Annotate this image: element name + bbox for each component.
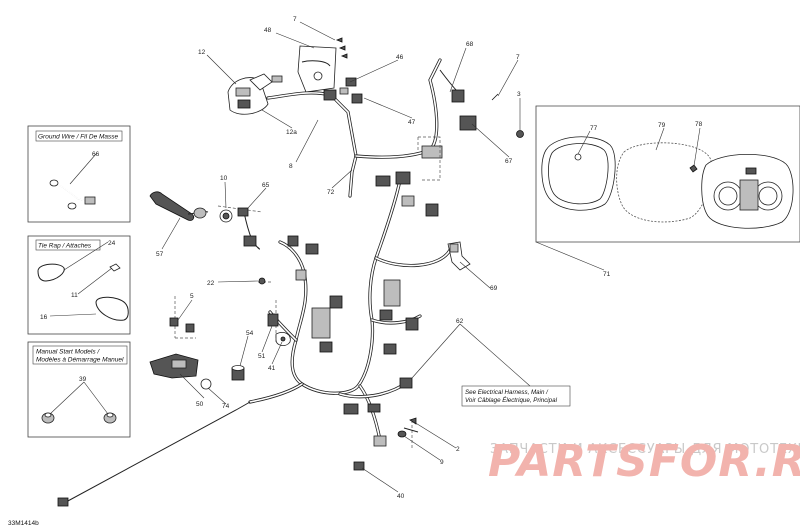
callout-12a: 12a bbox=[286, 129, 297, 136]
electrical-harness-note: See Electrical Harness, Main / Voir Câbl… bbox=[461, 385, 571, 407]
callout-5: 5 bbox=[190, 293, 194, 300]
callout-74: 74 bbox=[222, 403, 230, 410]
part-69 bbox=[447, 241, 471, 271]
callout-54: 54 bbox=[246, 330, 254, 337]
manual-start-title-2: Modèles à Démarrage Manuel bbox=[36, 357, 124, 364]
screws-7 bbox=[335, 37, 348, 59]
ground-wire-part bbox=[49, 179, 96, 210]
callout-62: 62 bbox=[456, 318, 464, 325]
callout-50: 50 bbox=[196, 401, 204, 408]
note-line-2: Voir Câblage Électrique, Principal bbox=[465, 397, 558, 404]
callout-68: 68 bbox=[466, 41, 474, 48]
part-54 bbox=[231, 365, 245, 381]
plug-caps bbox=[41, 412, 117, 424]
callout-39: 39 bbox=[79, 376, 87, 383]
callout-10: 10 bbox=[220, 175, 228, 182]
callout-46: 46 bbox=[396, 54, 404, 61]
callout-72: 72 bbox=[327, 189, 335, 196]
connector-67 bbox=[459, 93, 524, 138]
callout-7b: 7 bbox=[516, 54, 520, 61]
ground-wire-box: Ground Wire / Fil De Masse bbox=[27, 125, 131, 223]
callout-47: 47 bbox=[408, 119, 416, 126]
callout-41: 41 bbox=[268, 365, 276, 372]
parts-51-41 bbox=[267, 313, 291, 346]
callout-48: 48 bbox=[264, 27, 272, 34]
tie-rap-box: Tie Rap / Attaches bbox=[27, 235, 131, 335]
manual-start-box: Manual Start Models / Modèles à Démarrag… bbox=[27, 341, 131, 438]
handlebar-switch bbox=[227, 45, 363, 198]
part-57 bbox=[149, 191, 209, 221]
callout-8: 8 bbox=[289, 163, 293, 170]
leader-lines bbox=[49, 21, 701, 493]
callout-57: 57 bbox=[156, 251, 164, 258]
callout-2: 2 bbox=[456, 446, 460, 453]
callout-40: 40 bbox=[397, 493, 405, 500]
ground-wire-title: Ground Wire / Fil De Masse bbox=[38, 134, 119, 141]
callout-67: 67 bbox=[505, 158, 513, 165]
callout-12: 12 bbox=[198, 49, 206, 56]
callout-16: 16 bbox=[40, 314, 48, 321]
callout-51: 51 bbox=[258, 353, 266, 360]
callout-77: 77 bbox=[590, 125, 598, 132]
part-74-oring bbox=[200, 378, 212, 390]
watermark-tagline: ЗАПЧАСТИ И АКСЕССУАРЫ ДЛЯ МОТОТЕХНИКИ bbox=[490, 442, 800, 457]
callout-71: 71 bbox=[603, 271, 611, 278]
harness-68 bbox=[354, 58, 465, 159]
callout-69: 69 bbox=[490, 285, 498, 292]
lower-wire bbox=[57, 401, 251, 507]
callout-7: 7 bbox=[293, 16, 297, 23]
part-22 bbox=[258, 277, 266, 285]
callout-3: 3 bbox=[517, 91, 521, 98]
parts-5 bbox=[169, 317, 195, 333]
callout-9: 9 bbox=[440, 459, 444, 466]
callout-24: 24 bbox=[108, 240, 116, 247]
manual-start-title-1: Manual Start Models / bbox=[36, 349, 100, 356]
note-line-1: See Electrical Harness, Main / bbox=[465, 389, 549, 396]
callout-11: 11 bbox=[71, 292, 78, 299]
callouts: 7 48 12 68 46 7 3 47 12a 8 77 79 78 67 7… bbox=[40, 16, 703, 500]
part-50 bbox=[149, 353, 199, 379]
part-10-65 bbox=[219, 207, 260, 250]
watermark-brand: PARTSFOR.RU bbox=[488, 436, 800, 487]
diagram-code: 33M1414b bbox=[8, 520, 39, 527]
main-harness bbox=[248, 171, 452, 447]
callout-65: 65 bbox=[262, 182, 270, 189]
gauge-cluster-box bbox=[535, 105, 800, 243]
callout-22: 22 bbox=[207, 280, 215, 287]
callout-78: 78 bbox=[695, 121, 703, 128]
callout-66: 66 bbox=[92, 151, 100, 158]
tie-rap-title: Tie Rap / Attaches bbox=[38, 243, 92, 250]
callout-79: 79 bbox=[658, 122, 666, 129]
